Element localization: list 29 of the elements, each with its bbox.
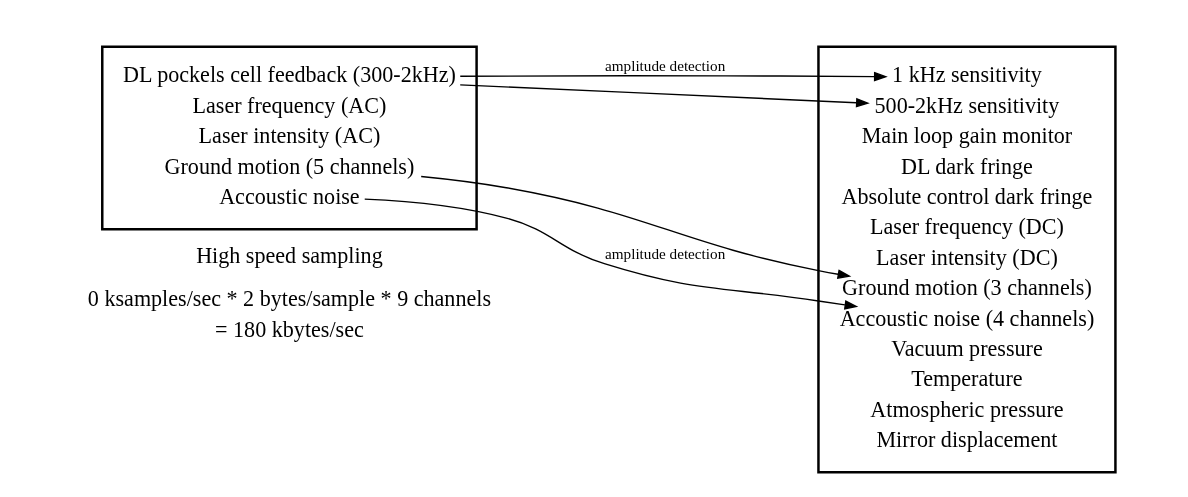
node-text: 500-2kHz sensitivity (874, 92, 1060, 118)
node-text: Ground motion (5 channels) (164, 153, 415, 179)
node-text: Vacuum pressure (891, 335, 1043, 361)
edge-label: amplitude detection (605, 57, 726, 75)
node-text: Atmospheric pressure (870, 396, 1064, 422)
arrow (459, 71, 888, 82)
edge-label: amplitude detection (605, 245, 726, 263)
node-text: Ground motion (3 channels) (842, 275, 1092, 301)
label: = 180 kbytes/sec (215, 316, 364, 342)
node-text: DL dark fringe (901, 153, 1033, 179)
node-text: Laser intensity (DC) (876, 244, 1058, 270)
node-text: Laser intensity (AC) (198, 123, 381, 149)
node-text: Main loop gain monitor (861, 123, 1073, 149)
label: 0 ksamples/sec * 2 bytes/sample * 9 channels (87, 286, 491, 312)
node-text: 1 kHz sensitivity (892, 62, 1042, 88)
node-text: Laser frequency (AC) (192, 92, 387, 118)
node-text: Accoustic noise (4 channels) (839, 305, 1095, 331)
arrow (364, 198, 859, 310)
node-label: High speed sampling (196, 243, 383, 269)
node-text: Accoustic noise (219, 184, 360, 210)
cluster (817, 45, 1117, 474)
node-text: Mirror displacement (876, 427, 1058, 453)
node-text: Laser frequency (DC) (870, 214, 1064, 240)
node-text: Absolute control dark fringe (841, 184, 1093, 210)
cluster (101, 45, 478, 231)
node-text: DL pockels cell feedback (300-2kHz) (122, 62, 456, 88)
arrow (459, 84, 870, 108)
arrow (420, 175, 852, 279)
node-text: Temperature (911, 366, 1023, 392)
